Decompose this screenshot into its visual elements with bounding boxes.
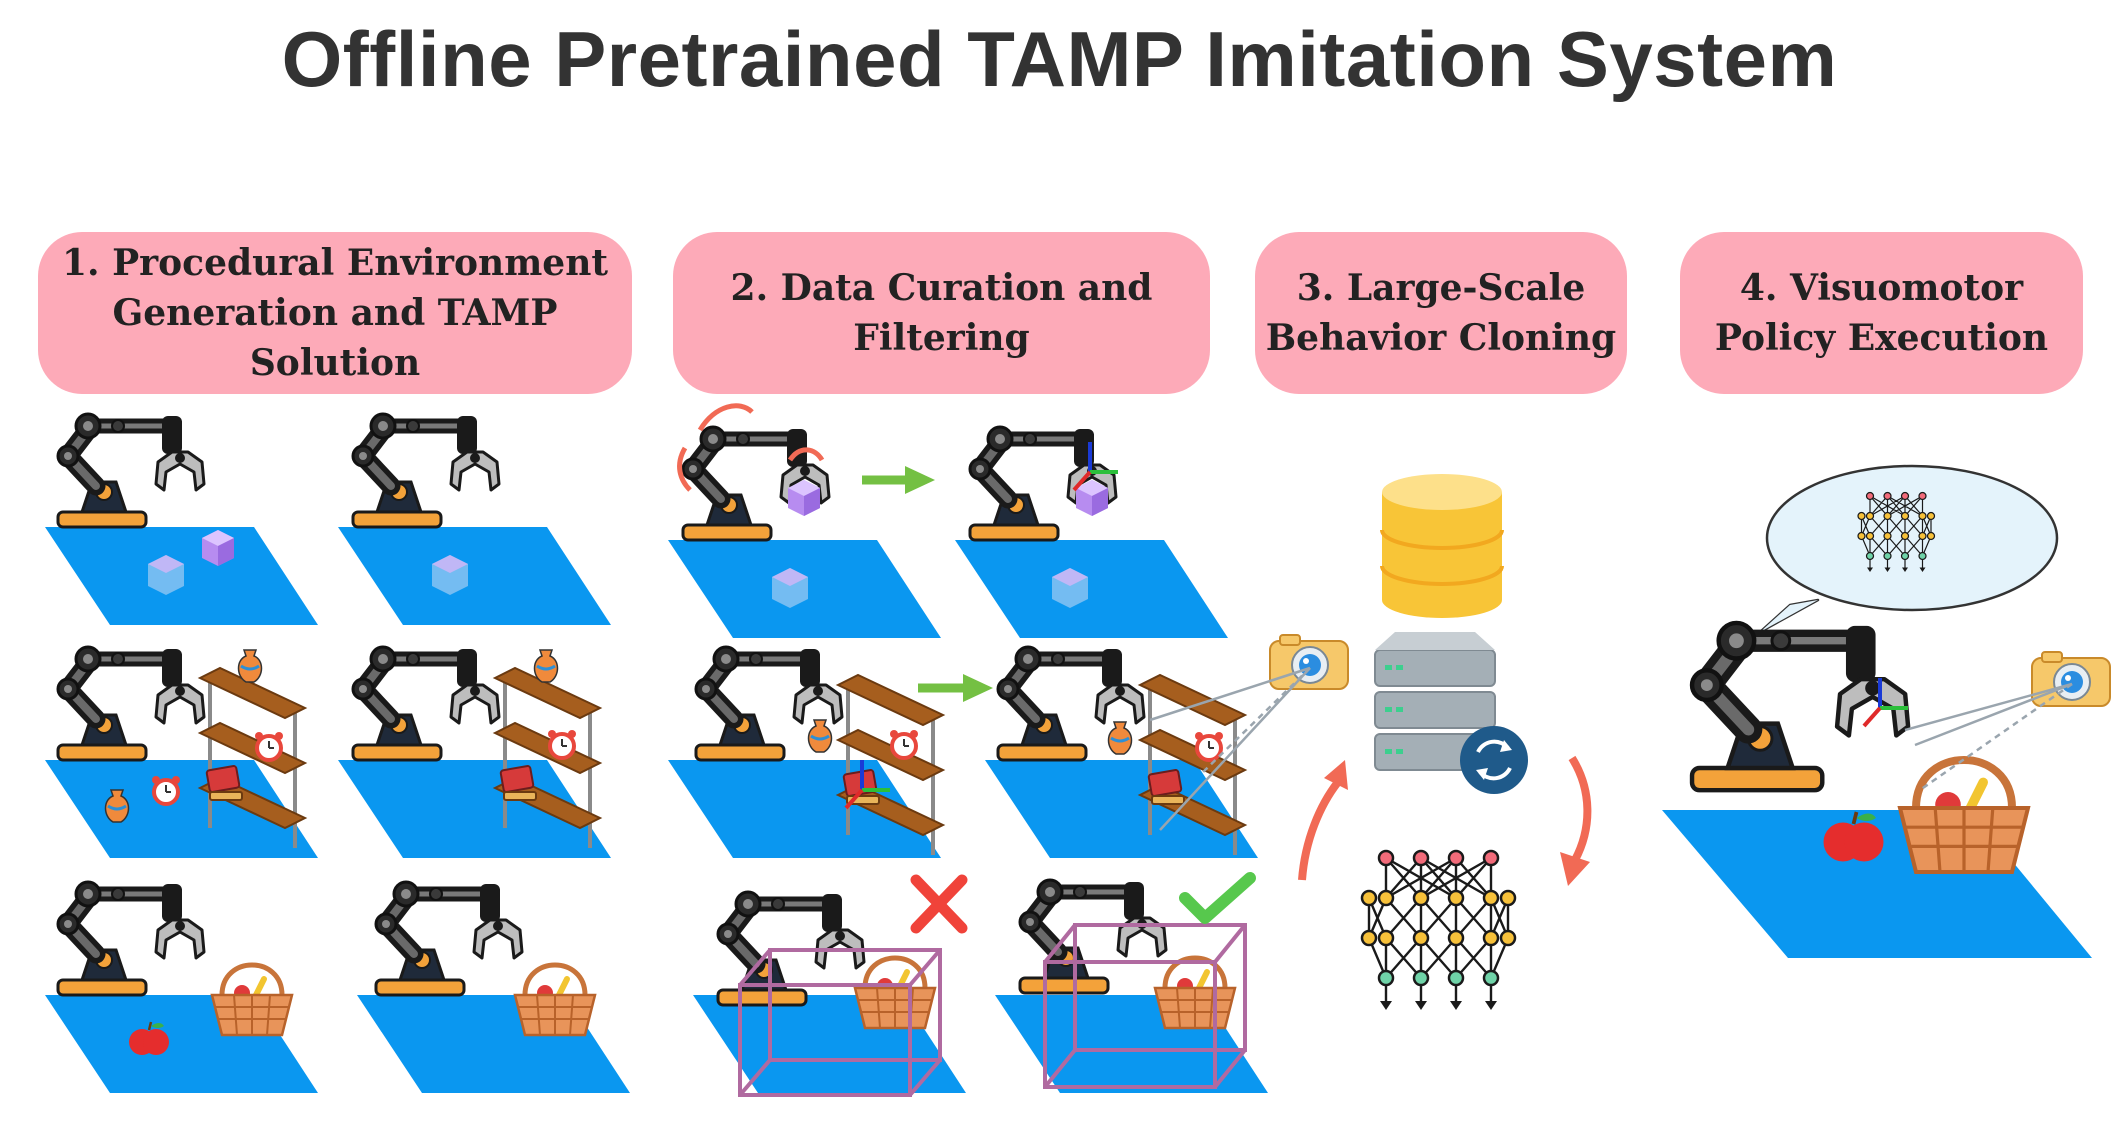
robot-arm-icon: [58, 647, 204, 760]
table-icon: [338, 527, 611, 625]
stage-2-box: 2. Data Curation and Filtering: [673, 232, 1210, 394]
basket-icon: [212, 965, 292, 1035]
vase-icon: [533, 648, 559, 684]
table-icon: [338, 760, 611, 858]
clock-icon: [253, 730, 285, 762]
table-icon: [985, 760, 1258, 858]
basket-icon: [1900, 760, 2028, 872]
camera-icon: [1269, 634, 1349, 690]
stage-2-line1: 2. Data Curation and: [730, 267, 1153, 309]
book-icon: [1147, 768, 1185, 805]
book-icon: [499, 764, 537, 801]
cross-icon: [910, 874, 968, 934]
database-icon: [1380, 474, 1504, 618]
sync-icon: [1460, 726, 1528, 794]
clock-icon: [888, 728, 920, 760]
stage-2-line2: Filtering: [853, 317, 1030, 359]
book-icon: [205, 764, 243, 801]
camera-icon: [2031, 651, 2111, 707]
robot-arm-icon: [353, 414, 499, 527]
right-arrow-icon: [862, 466, 935, 494]
stage-1-line1: 1. Procedural Environment: [62, 242, 608, 284]
stage-2-panel: [668, 403, 1349, 1097]
robot-arm-icon: [58, 882, 204, 995]
stage-4-panel: [1662, 464, 2111, 958]
vase-icon: [237, 648, 263, 684]
camera-view-lines: [1904, 682, 2073, 792]
stage-1-line2: Generation and TAMP Solution: [112, 292, 558, 384]
clock-icon: [150, 774, 182, 806]
stage-4-box: 4. Visuomotor Policy Execution: [1680, 232, 2083, 394]
table-icon: [955, 540, 1228, 638]
stage-3-line1: 3. Large-Scale: [1296, 267, 1586, 309]
stage-3-line2: Behavior Cloning: [1265, 317, 1617, 359]
stage-3-panel: [1298, 474, 1592, 1012]
robot-arm-icon: [1692, 623, 1908, 790]
stage-1-box: 1. Procedural Environment Generation and…: [38, 232, 632, 394]
rotation-arrows: [677, 403, 825, 492]
vase-icon: [1107, 720, 1133, 756]
table-icon: [45, 760, 318, 858]
collision-box: [1043, 923, 1247, 1089]
robot-arm-icon: [58, 414, 204, 527]
cycle-arrow-icon: [1560, 755, 1592, 886]
stage-4-line1: 4. Visuomotor: [1739, 267, 2024, 309]
vase-icon: [807, 718, 833, 754]
basket-icon: [515, 965, 595, 1035]
clock-icon: [546, 728, 578, 760]
cube-icon: [1076, 480, 1108, 516]
stage-1-panel: [45, 414, 630, 1093]
stage-4-line2: Policy Execution: [1714, 317, 2049, 359]
check-icon: [1179, 872, 1256, 924]
cycle-arrow-icon: [1298, 760, 1348, 881]
robot-arm-icon: [1020, 880, 1166, 993]
diagram-title: Offline Pretrained TAMP Imitation System: [281, 15, 1838, 103]
right-arrow-icon: [918, 674, 993, 702]
stage-3-box: 3. Large-Scale Behavior Cloning: [1255, 232, 1627, 394]
basket-icon: [1155, 958, 1235, 1028]
collision-box: [738, 948, 942, 1097]
robot-arm-icon: [376, 882, 522, 995]
camera-view-lines: [1149, 666, 1311, 831]
neural-network-icon: [1360, 849, 1517, 1012]
speech-bubble-icon: [1758, 464, 2059, 634]
robot-arm-icon: [353, 647, 499, 760]
